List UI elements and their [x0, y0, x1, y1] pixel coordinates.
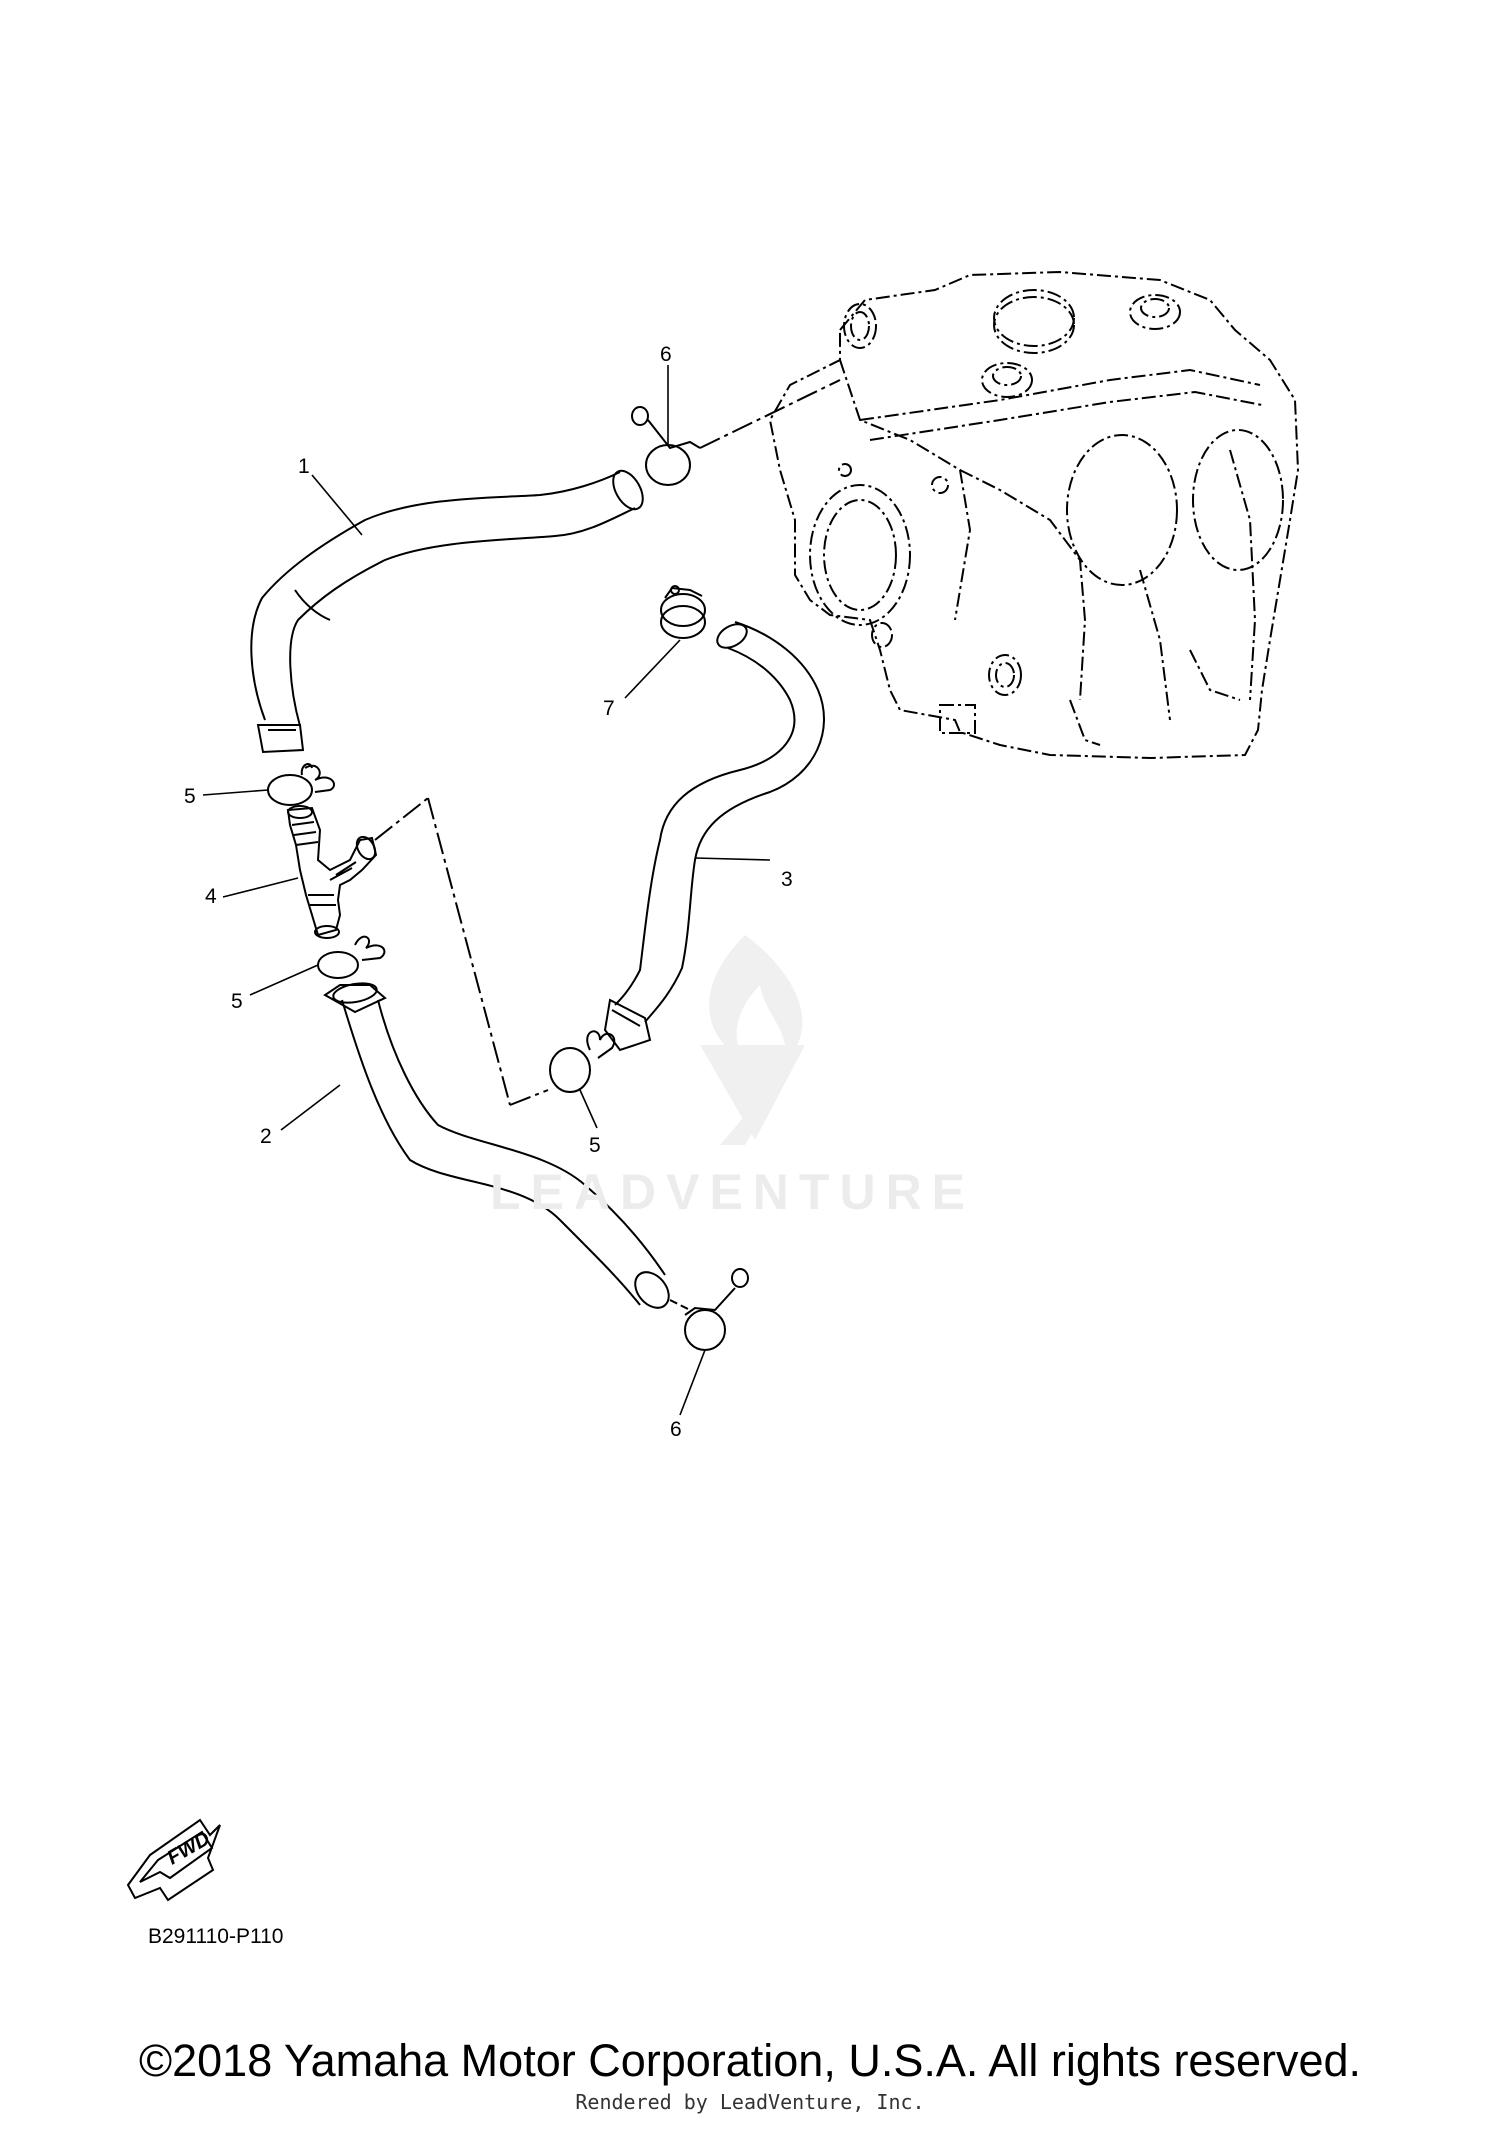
clamp-5-lower	[549, 1030, 616, 1093]
leader-lines	[202, 365, 771, 1416]
diagram-code: B291110-P110	[148, 1925, 284, 1948]
callout-1: 1	[298, 455, 310, 478]
fwd-arrow-icon	[126, 1818, 221, 1902]
watermark-logo	[700, 935, 805, 1145]
callout-5c: 5	[589, 1134, 601, 1157]
clamp-5-middle	[317, 935, 386, 979]
callout-5b: 5	[231, 990, 243, 1013]
rendered-by-text: Rendered by LeadVenture, Inc.	[575, 2090, 925, 2114]
callout-6b: 6	[670, 1418, 682, 1441]
clamp-6-top	[631, 379, 841, 486]
hose-3	[603, 621, 825, 1052]
clamp-7	[660, 585, 706, 639]
hose-2	[323, 982, 670, 1309]
callout-5a: 5	[184, 785, 196, 808]
hose-1	[250, 469, 644, 754]
cylinder-head-details	[809, 289, 1284, 746]
callout-6a: 6	[660, 343, 672, 366]
joint-4	[286, 797, 549, 1106]
fwd-label: FWD	[164, 1828, 214, 1870]
watermark-text: LEADVENTURE	[490, 1164, 976, 1220]
cylinder-head	[768, 270, 1300, 760]
callout-4: 4	[205, 885, 217, 908]
clamp-6-bottom	[669, 1268, 749, 1351]
callout-2: 2	[260, 1125, 272, 1148]
clamp-5-upper	[267, 763, 335, 806]
callout-7: 7	[603, 697, 615, 720]
copyright-text: ©2018 Yamaha Motor Corporation, U.S.A. A…	[138, 2035, 1362, 2086]
callout-3: 3	[781, 868, 793, 891]
